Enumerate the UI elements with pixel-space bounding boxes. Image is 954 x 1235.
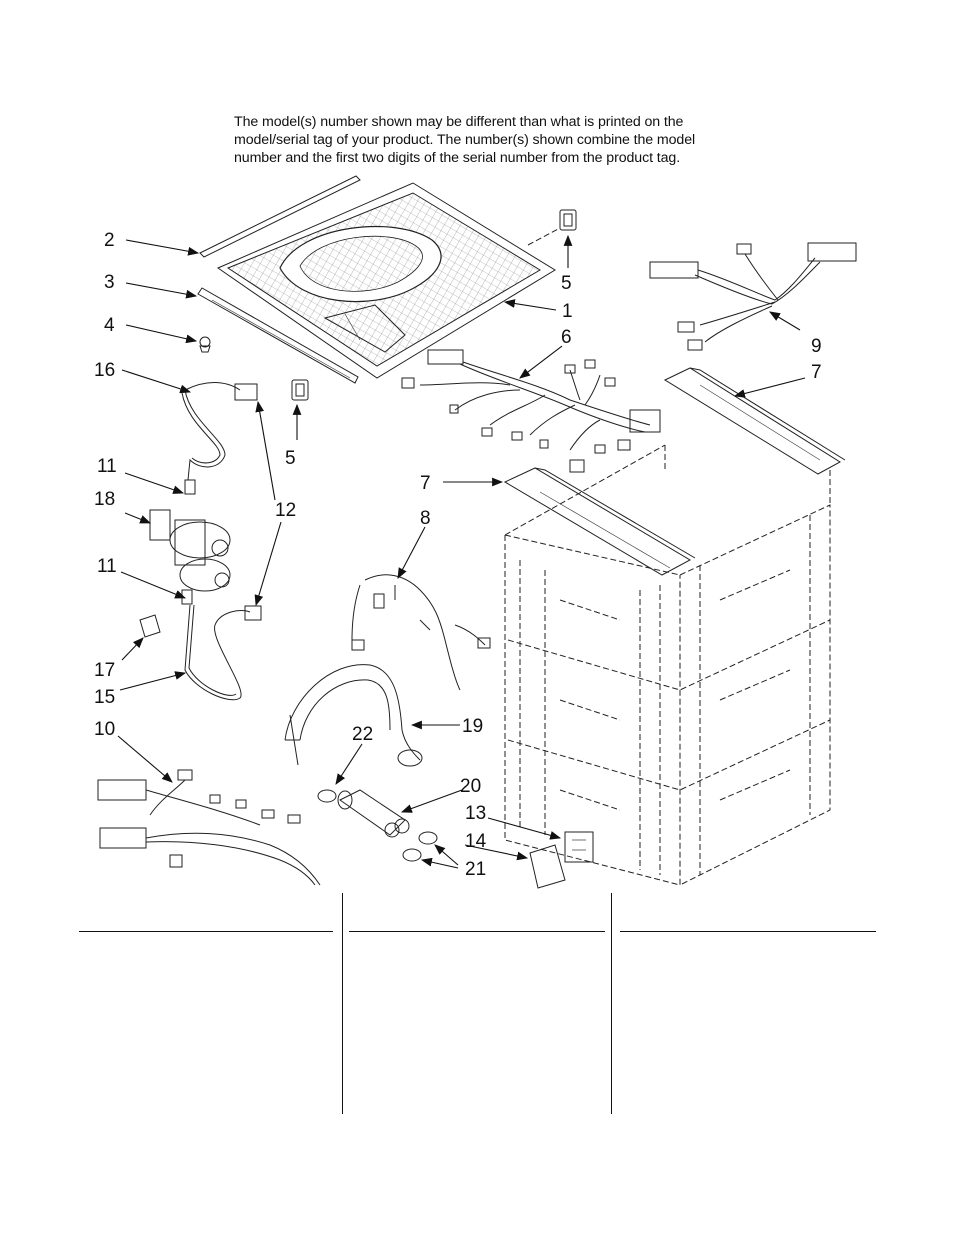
callout-16: 16	[94, 360, 115, 381]
notice-line: model/serial tag of your product. The nu…	[234, 132, 696, 148]
callout-5: 5	[285, 448, 296, 469]
callout-11: 11	[97, 456, 117, 477]
cover-part	[529, 844, 566, 889]
callout-2: 2	[104, 230, 115, 251]
hose-clamp-part	[402, 831, 438, 862]
callout-4: 4	[104, 315, 115, 336]
cabinet-frame-outline	[504, 444, 831, 886]
column-header-rule	[620, 931, 876, 932]
callout-9: 9	[811, 336, 822, 357]
top-panel-part	[216, 182, 556, 379]
callout-7: 7	[811, 362, 822, 383]
callout-6: 6	[561, 327, 572, 348]
harness-part	[351, 574, 491, 691]
callout-22: 22	[352, 724, 373, 745]
callout-13: 13	[465, 803, 486, 824]
front-strip-part	[199, 175, 361, 258]
side-rail-part	[197, 287, 359, 384]
callout-19: 19	[462, 716, 483, 737]
hose-clamp-part	[317, 789, 337, 803]
wire-harness-part	[401, 349, 661, 473]
connector-part	[564, 831, 594, 863]
leader-lines	[117, 234, 806, 869]
screw-part	[199, 336, 211, 353]
callout-5: 5	[561, 273, 572, 294]
clip-part	[527, 209, 577, 246]
notice-line: number and the first two digits of the s…	[234, 150, 681, 166]
wire-harness-part	[649, 242, 857, 351]
callout-12: 12	[275, 500, 296, 521]
callout-21: 21	[465, 859, 486, 880]
column-divider	[342, 893, 343, 1114]
water-valve-assembly	[139, 382, 262, 701]
wire-harness-part	[97, 769, 321, 886]
callout-7: 7	[420, 473, 431, 494]
callout-20: 20	[460, 776, 481, 797]
model-number-notice: The model(s) number shown may be differe…	[234, 113, 754, 167]
column-header-rule	[79, 931, 333, 932]
callout-18: 18	[94, 489, 115, 510]
drain-hose-connector-part	[337, 789, 410, 838]
bracket-part	[663, 367, 846, 475]
callout-17: 17	[94, 660, 115, 681]
callout-14: 14	[465, 831, 487, 852]
callout-15: 15	[94, 687, 115, 708]
notice-line: The model(s) number shown may be differe…	[234, 114, 684, 130]
callout-3: 3	[104, 272, 115, 293]
callout-11: 11	[97, 556, 117, 577]
column-divider	[611, 893, 612, 1114]
callout-10: 10	[94, 719, 115, 740]
callout-labels: 2 3 4 5 1 6 9 7 16 5 11 7 18 12 8 11 17 …	[94, 230, 822, 880]
callout-8: 8	[420, 508, 431, 529]
bracket-part	[503, 467, 696, 576]
clip-part	[291, 379, 309, 401]
callout-1: 1	[562, 301, 573, 322]
drain-hose-part	[284, 664, 423, 767]
column-header-rule	[349, 931, 605, 932]
